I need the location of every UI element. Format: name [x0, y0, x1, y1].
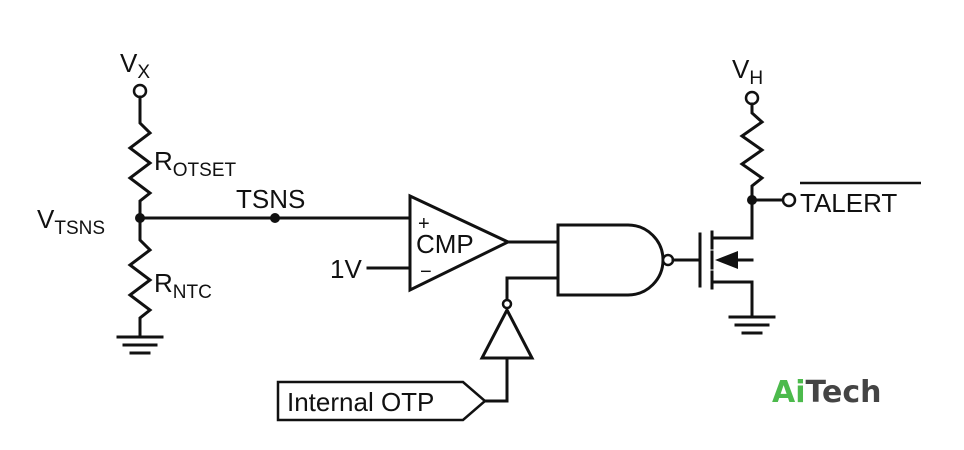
- drain-wire: [710, 198, 754, 240]
- vx-terminal: [132, 83, 148, 99]
- body-arrow: [715, 251, 738, 269]
- vx-label: V: [120, 48, 138, 78]
- buffer-in-wire: [483, 356, 509, 403]
- vh-label: V: [732, 54, 750, 84]
- internal-otp-label: Internal OTP: [287, 387, 434, 417]
- svg-text:VH: VH: [732, 54, 763, 89]
- r-ntc-label: RNTC: [154, 268, 212, 303]
- r-otset-label: ROTSET: [154, 146, 237, 181]
- comparator-body: [408, 193, 512, 293]
- tsns-pin-dot: [270, 213, 280, 223]
- ground-symbol-left: [116, 335, 164, 355]
- talert-terminal: [781, 192, 797, 208]
- comparator: + − CMP: [408, 193, 512, 293]
- aitech-watermark: AiTech: [772, 375, 881, 410]
- r-otset-resistor: [127, 95, 153, 220]
- tsns-label: TSNS: [236, 184, 305, 214]
- aitech-ai: Ai: [772, 375, 806, 410]
- vh-supply: VH: [732, 54, 763, 106]
- ref-1v-label: 1V: [330, 254, 362, 284]
- vx-sub: X: [137, 62, 150, 83]
- ground-symbol-right: [728, 315, 776, 335]
- source-wire: [710, 280, 754, 317]
- r-ntc-resistor: [127, 216, 153, 337]
- aitech-tech: Tech: [806, 375, 882, 410]
- comparator-label: CMP: [416, 229, 474, 259]
- comparator-minus: −: [420, 261, 432, 283]
- nand-body: [556, 223, 665, 297]
- pullup-resistor: [739, 102, 765, 202]
- vx-supply: VX: [120, 48, 150, 99]
- vh-sub: H: [749, 68, 763, 89]
- vtsns-label: VTSNS: [37, 204, 105, 239]
- comparator-plus: +: [418, 213, 430, 235]
- otp-buffer: [479, 306, 535, 360]
- nand-gate: [556, 223, 675, 297]
- otp-to-nand-wire: [505, 276, 560, 304]
- vh-terminal: [744, 90, 760, 106]
- svg-text:VX: VX: [120, 48, 150, 83]
- nmos-transistor: [698, 198, 754, 317]
- talert-label: TALERT: [800, 188, 897, 218]
- internal-otp-tag: Internal OTP: [276, 380, 487, 422]
